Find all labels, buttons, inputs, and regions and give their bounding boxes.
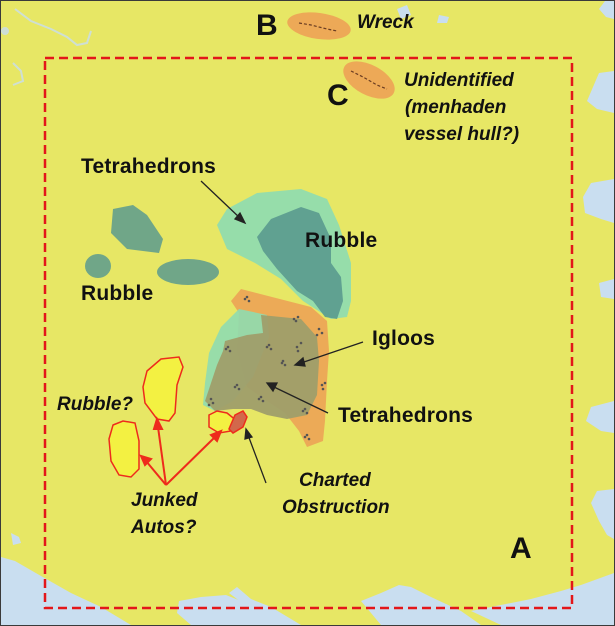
rubble-zone-left-large xyxy=(111,205,163,253)
water-right-1 xyxy=(587,71,614,113)
rubble-center-label: Rubble xyxy=(305,229,378,252)
water-right-5 xyxy=(591,489,614,539)
rubble-zone-upper xyxy=(257,207,343,319)
site-label-b: B xyxy=(256,9,278,42)
water-bottom-left xyxy=(1,557,131,625)
junked-auto-upper xyxy=(142,356,184,422)
junked-autos-label-line2: Autos? xyxy=(131,517,197,538)
water-right-4 xyxy=(586,401,614,433)
wreck-b-texture xyxy=(298,22,338,32)
water-top-center xyxy=(437,15,449,23)
tetrahedrons-top-label: Tetrahedrons xyxy=(81,155,217,178)
site-label-a: A xyxy=(510,532,532,565)
rubble-left-label: Rubble xyxy=(81,282,154,305)
tetrahedrons-lower-label: Tetrahedrons xyxy=(338,404,474,427)
igloos-label: Igloos xyxy=(372,327,436,350)
water-bottom-far-right xyxy=(471,573,614,625)
water-right-2 xyxy=(583,179,614,223)
water-bottom-center xyxy=(177,595,276,625)
unidentified-label-line2: (menhaden xyxy=(405,97,507,118)
unidentified-label-line1: Unidentified xyxy=(404,70,514,91)
water-top-right-small xyxy=(397,5,411,19)
rubble-zone-left-oval xyxy=(157,259,219,285)
water-bottom-mid xyxy=(229,587,301,625)
charted-obstruction-label-line1: Charted xyxy=(299,470,371,491)
study-area-boundary xyxy=(43,56,574,610)
junked-auto-lower xyxy=(108,420,140,478)
junked-autos-arrows xyxy=(139,416,223,486)
water-left-edge xyxy=(11,533,21,545)
site-label-c: C xyxy=(327,79,349,112)
wreck-c-texture xyxy=(350,70,388,90)
water-right-3 xyxy=(599,279,614,299)
rubble-zone-left-small xyxy=(85,254,111,278)
channel-lines xyxy=(1,8,92,86)
leader-arrows xyxy=(200,180,364,484)
water-bottom-right xyxy=(361,585,481,625)
igloo-zone xyxy=(205,315,319,419)
junked-autos-label-line1: Junked xyxy=(131,490,198,511)
wreck-label: Wreck xyxy=(357,12,414,33)
unidentified-label-line3: vessel hull?) xyxy=(404,124,520,145)
water-right-top xyxy=(599,1,614,19)
charted-obstruction-marker xyxy=(228,410,248,434)
wreck-b-marker xyxy=(287,12,351,40)
rubble-question-label: Rubble? xyxy=(57,394,133,415)
charted-obstruction-label-line2: Obstruction xyxy=(282,497,390,518)
igloo-markers xyxy=(207,295,327,441)
